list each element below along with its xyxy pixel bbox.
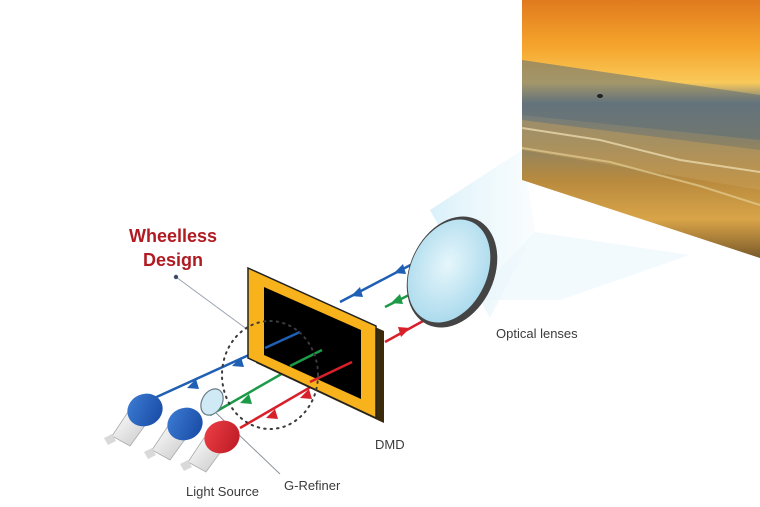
dmd-chip-icon xyxy=(247,266,384,423)
blue-arrow-4 xyxy=(394,264,406,274)
g-refiner-label: G-Refiner xyxy=(284,478,341,493)
green-beam-on-chip xyxy=(289,348,323,368)
highlight-leader-line xyxy=(175,276,249,331)
blue-arrow-2 xyxy=(232,357,244,367)
green-arrow-3 xyxy=(391,294,403,304)
wheelless-design-line2: Design xyxy=(142,250,203,270)
blue-arrow-1 xyxy=(187,379,199,389)
optical-lens-icon xyxy=(406,216,498,328)
optical-lenses-label: Optical lenses xyxy=(496,326,578,341)
wheelless-dotted-circle xyxy=(221,320,319,430)
blue-beam-on-chip xyxy=(264,330,301,350)
red-arrow-1 xyxy=(266,409,278,419)
projected-image-icon xyxy=(521,0,760,258)
wheelless-design-line1: Wheelless xyxy=(128,226,218,246)
blue-arrow-3 xyxy=(351,287,363,297)
dmd-label: DMD xyxy=(375,437,405,452)
led-bulb-icon-blue-1 xyxy=(104,393,163,447)
light-source-label: Light Source xyxy=(186,484,259,499)
red-arrow-2 xyxy=(300,389,312,399)
led-bulb-icon-red xyxy=(180,420,240,473)
led-bulb-icon-blue-2 xyxy=(144,407,203,461)
green-arrow-1 xyxy=(240,394,252,404)
red-arrow-3 xyxy=(398,327,410,337)
wheelless-design-label: Wheelless Design xyxy=(118,224,228,272)
projection-cone-lower xyxy=(470,232,690,300)
red-beam-on-chip xyxy=(309,360,353,384)
highlight-leader-dot xyxy=(173,274,179,280)
